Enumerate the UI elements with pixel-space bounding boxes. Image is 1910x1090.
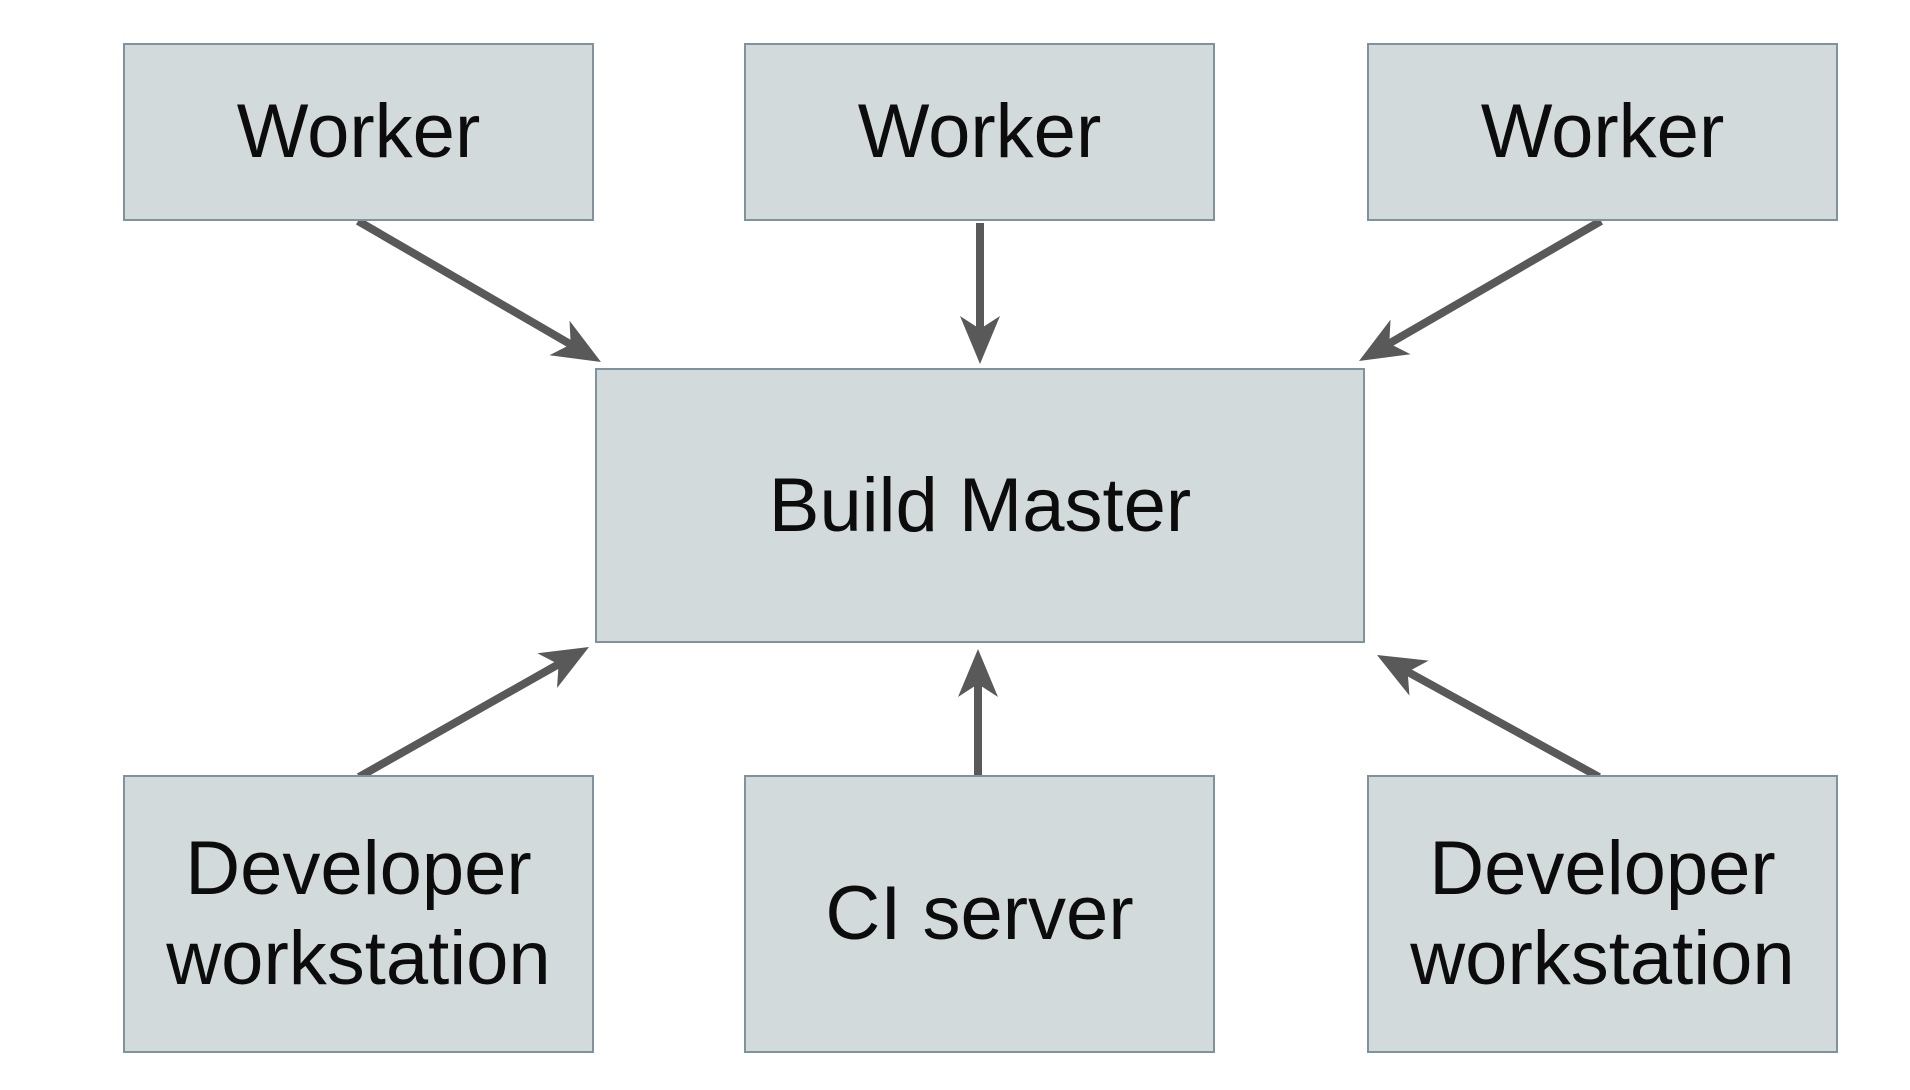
- node-worker-1-label: Worker: [236, 89, 481, 175]
- node-ci-server: CI server: [744, 775, 1215, 1053]
- node-worker-2-label: Worker: [857, 89, 1102, 175]
- node-worker-2: Worker: [744, 43, 1215, 221]
- arrow-head-worker-1-to-build-master: [549, 320, 601, 362]
- arrow-head-ci-server-to-build-master: [958, 649, 998, 697]
- node-developer-workstation-2: Developer workstation: [1367, 775, 1838, 1053]
- node-worker-3: Worker: [1367, 43, 1838, 221]
- node-worker-1: Worker: [123, 43, 594, 221]
- arrow-shaft-developer-workstation-1-to-build-master: [357, 659, 563, 781]
- node-build-master: Build Master: [595, 368, 1365, 643]
- node-developer-workstation-1-label: Developer workstation: [166, 826, 551, 1001]
- arrow-shaft-worker-3-to-build-master: [1385, 217, 1604, 348]
- arrow-shaft-worker-1-to-build-master: [355, 217, 575, 349]
- arrow-head-worker-3-to-build-master: [1359, 319, 1411, 361]
- node-ci-server-label: CI server: [825, 871, 1134, 957]
- arrow-head-worker-2-to-build-master: [960, 316, 1000, 364]
- arrow-shaft-developer-workstation-2-to-build-master: [1403, 667, 1601, 781]
- arrow-head-developer-workstation-1-to-build-master: [537, 647, 589, 689]
- node-developer-workstation-1: Developer workstation: [123, 775, 594, 1053]
- node-build-master-label: Build Master: [768, 462, 1192, 548]
- arrow-head-developer-workstation-2-to-build-master: [1377, 655, 1429, 696]
- node-developer-workstation-2-label: Developer workstation: [1410, 826, 1795, 1001]
- node-worker-3-label: Worker: [1480, 89, 1725, 175]
